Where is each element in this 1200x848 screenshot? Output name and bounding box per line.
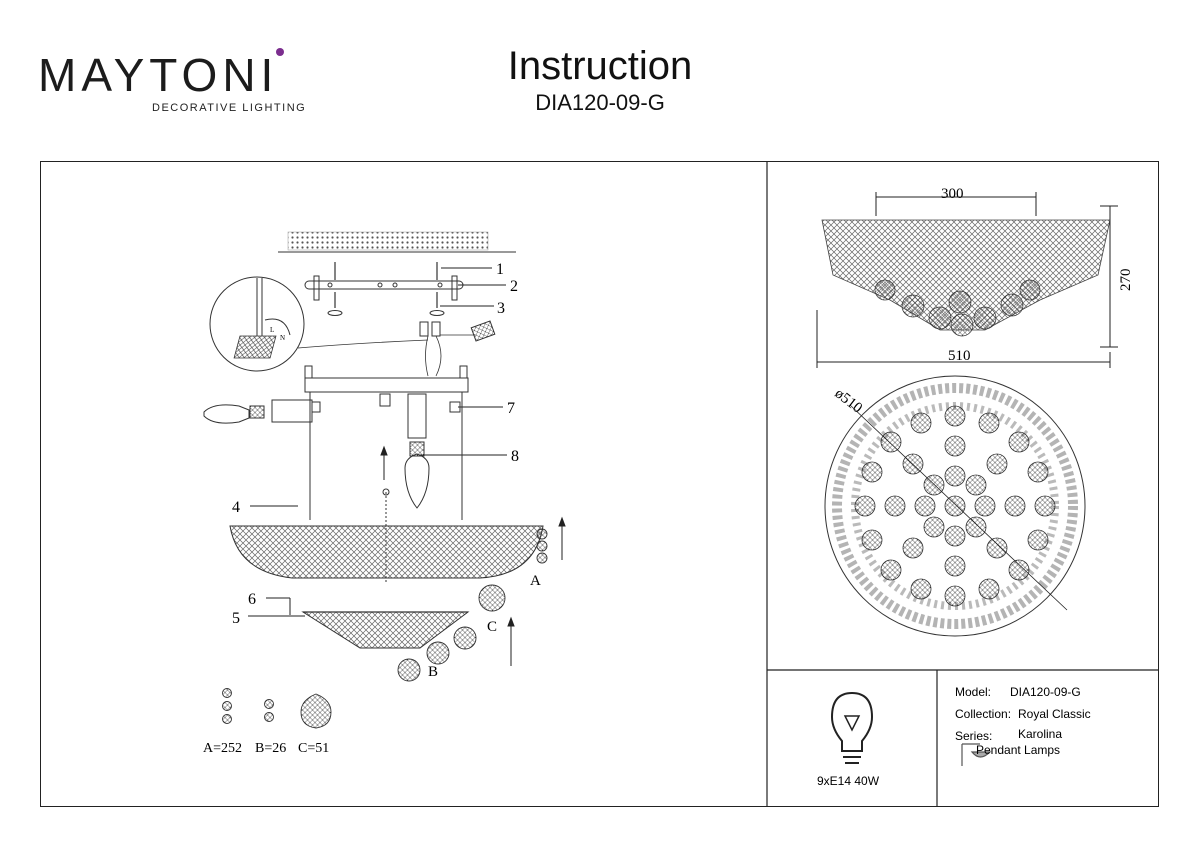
pendant-lamp-icon [961, 743, 992, 766]
part-b-count: B=26 [255, 741, 286, 756]
parts-legend [222, 688, 332, 729]
ceiling-hatch [287, 231, 489, 251]
mounting-bracket [304, 262, 464, 316]
bulb-icon [830, 691, 874, 764]
callout-1: 1 [496, 261, 504, 278]
type-value: Pendant Lamps [976, 743, 1060, 757]
bulb-center-icon [404, 453, 430, 509]
callout-7: 7 [507, 400, 515, 417]
callout-8: 8 [511, 448, 519, 465]
bulb-spec: 9xE14 40W [817, 774, 880, 788]
brand-logo-accent-dot [276, 48, 284, 56]
canopy-plate [304, 377, 469, 393]
collection-value: Royal Classic [1018, 707, 1091, 721]
lamp-holder-center [407, 393, 427, 439]
terminal-block [419, 320, 496, 377]
assembly-drawing: 1 2 3 4 5 6 7 8 L N [203, 231, 566, 756]
callout-5: 5 [232, 610, 240, 627]
side-view-body [821, 219, 1111, 331]
part-c-count: C=51 [298, 741, 329, 756]
callout-3: 3 [497, 300, 505, 317]
top-view-drawing: ø510 [824, 375, 1086, 637]
svg-text:L: L [270, 326, 274, 334]
part-a-count: A=252 [203, 741, 242, 756]
svg-text:N: N [280, 334, 285, 342]
wiring-detail: L N [209, 276, 305, 372]
callout-2: 2 [510, 278, 518, 295]
dim-width: 510 [948, 348, 971, 364]
instruction-frame [40, 161, 1159, 807]
series-label: Series: [955, 729, 992, 743]
bulb-side-icon [203, 404, 250, 424]
part-letter-c: C [487, 619, 497, 635]
series-value: Karolina [1018, 727, 1062, 741]
brand-logo: MAYTONI [38, 52, 278, 98]
lamp-holder-side [271, 399, 313, 423]
brand-name: MAYTONI [38, 49, 279, 101]
lower-tray [301, 611, 470, 649]
callout-6: 6 [248, 591, 256, 608]
model-label: Model: [955, 685, 991, 699]
document-code: DIA120-09-G [535, 90, 665, 115]
side-view-drawing: 300 270 510 [816, 186, 1134, 368]
dim-top-width: 300 [941, 186, 964, 202]
part-letter-b: B [428, 664, 438, 680]
document-title: Instruction [507, 44, 693, 88]
crystal-basket [229, 525, 544, 579]
model-value: DIA120-09-G [1010, 685, 1081, 699]
collection-label: Collection: [955, 707, 1011, 721]
brand-tagline: DECORATIVE LIGHTING [152, 102, 307, 114]
hanging-crystals [397, 528, 548, 682]
dim-diameter: ø510 [832, 386, 865, 417]
dim-height: 270 [1118, 269, 1134, 292]
part-letter-a: A [530, 573, 541, 589]
callout-4: 4 [232, 499, 240, 516]
